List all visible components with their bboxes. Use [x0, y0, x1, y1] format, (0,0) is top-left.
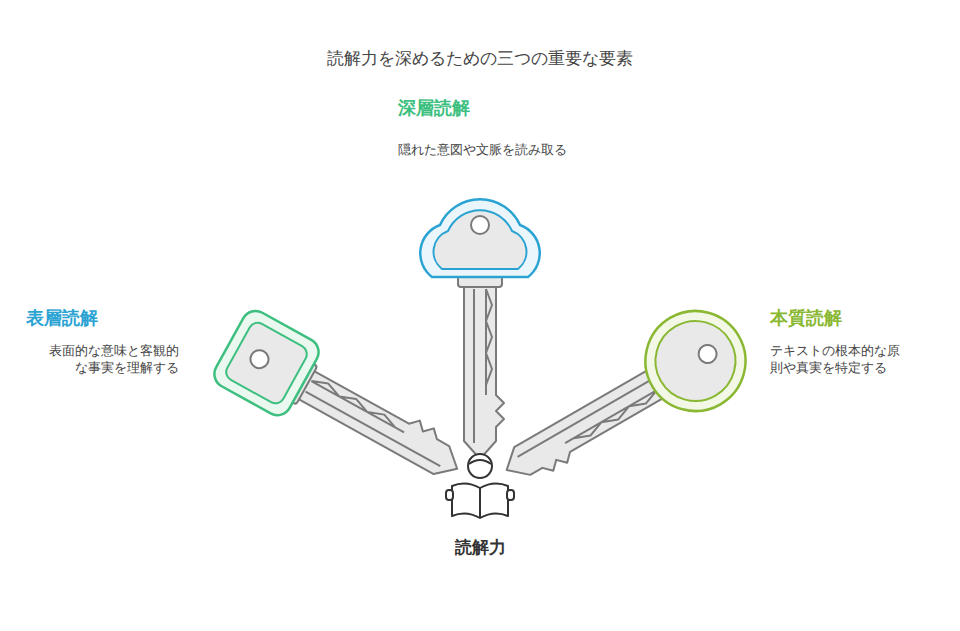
node-description: テキストの根本的な原則や真実を特定する [770, 342, 910, 376]
essence-key [482, 293, 764, 514]
deep-key [420, 199, 539, 459]
surface-key [209, 306, 477, 506]
key-caption: 表層読解表面的な意味と客観的な事実を理解する [26, 306, 186, 376]
node-description: 表面的な意味と客観的な事実を理解する [39, 342, 179, 376]
node-description: 隠れた意図や文脈を読み取る [398, 141, 567, 158]
key-caption: 深層読解隠れた意図や文脈を読み取る [398, 96, 567, 158]
node-heading: 表層読解 [26, 306, 186, 330]
diagram-title: 読解力を深めるための三つの重要な要素 [0, 46, 960, 70]
node-heading: 深層読解 [398, 96, 567, 120]
node-heading: 読解力 [455, 535, 506, 559]
reader-icon [446, 454, 514, 518]
reader-label: 読解力 [455, 535, 506, 559]
key-caption: 本質読解テキストの根本的な原則や真実を特定する [770, 306, 940, 376]
node-heading: 本質読解 [770, 306, 940, 330]
